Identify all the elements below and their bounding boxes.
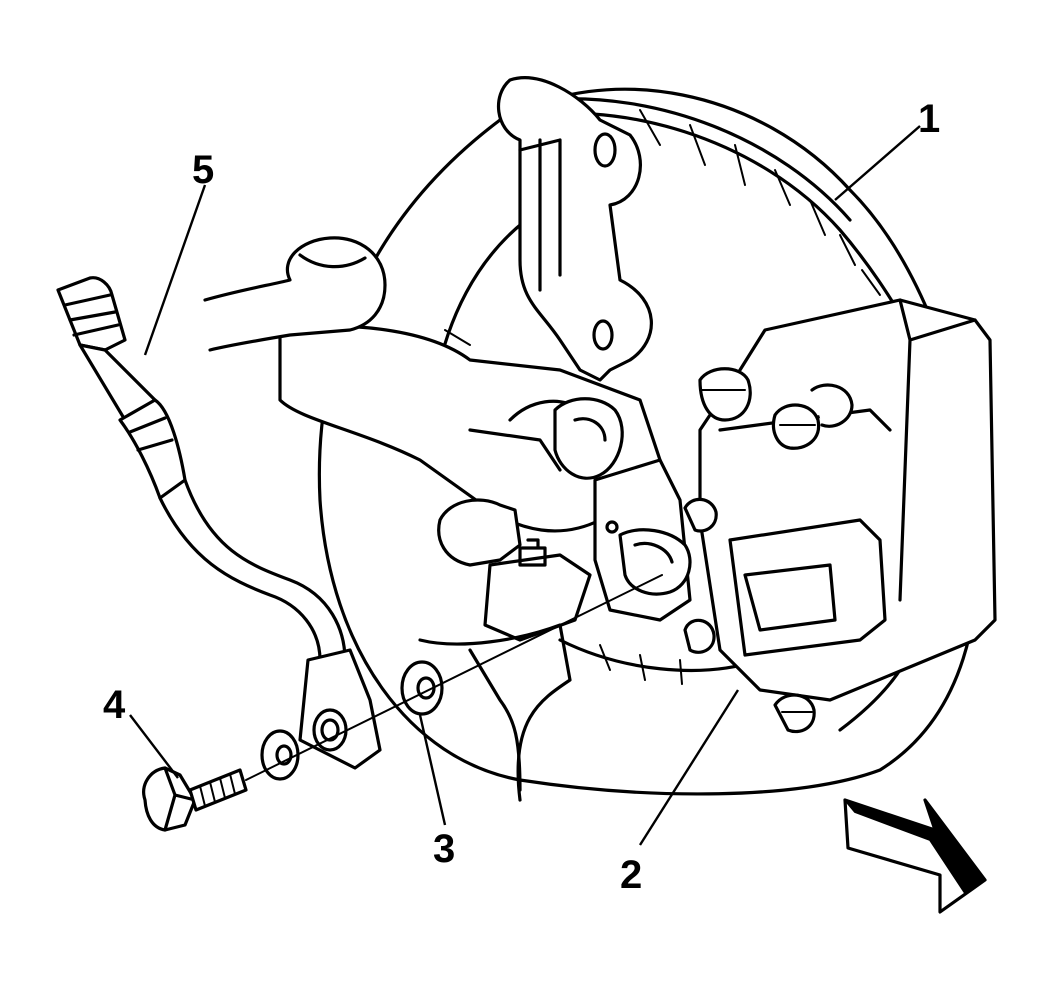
steering-knuckle xyxy=(278,76,662,533)
leader-lines xyxy=(129,125,921,846)
bolt-axis-line xyxy=(245,574,663,781)
washer-outer xyxy=(260,729,300,781)
washer-inner xyxy=(400,660,444,716)
callout-1: 1 xyxy=(918,97,940,141)
leader-line-5 xyxy=(143,184,207,356)
leader-line-2 xyxy=(638,689,740,846)
callout-3: 3 xyxy=(433,827,455,871)
brake-hose-bolt xyxy=(142,766,248,832)
hub-lower xyxy=(418,498,592,802)
caliper-bracket xyxy=(593,458,692,622)
callout-5: 5 xyxy=(192,148,214,192)
forward-direction-arrow-icon xyxy=(843,798,987,914)
leader-line-3 xyxy=(418,714,447,826)
callout-2: 2 xyxy=(620,853,642,897)
leader-line-1 xyxy=(834,125,921,201)
leader-line-4 xyxy=(129,714,179,779)
brake-hose xyxy=(56,276,382,770)
callout-4: 4 xyxy=(103,683,126,727)
brake-caliper xyxy=(683,298,997,734)
control-arm xyxy=(203,236,387,352)
